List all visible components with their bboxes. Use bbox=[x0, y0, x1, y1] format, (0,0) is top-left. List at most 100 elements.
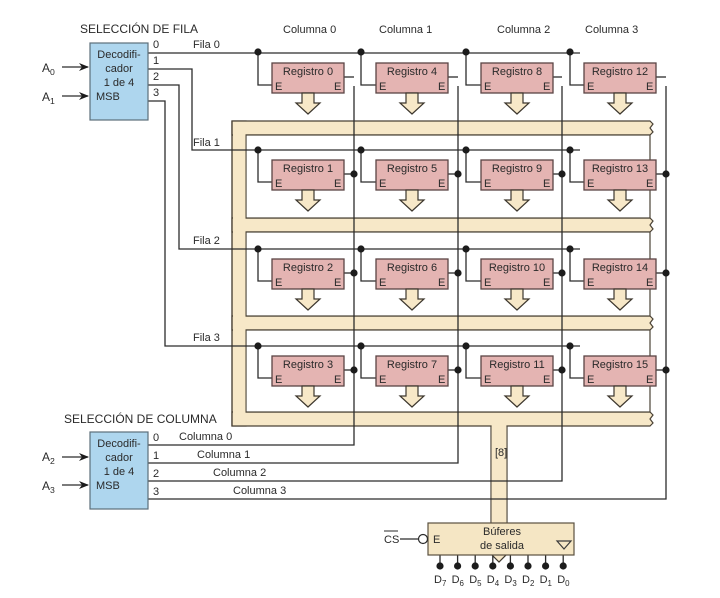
a2-arrow-icon bbox=[79, 453, 89, 461]
register-label: Registro 10 bbox=[489, 262, 545, 274]
row-junction-dot bbox=[462, 245, 470, 253]
register-enable-left: E bbox=[275, 81, 282, 93]
register-enable-right: E bbox=[646, 178, 653, 190]
row-label-3: Fila 3 bbox=[193, 332, 220, 344]
register-enable-right: E bbox=[334, 277, 341, 289]
register-output-arrow bbox=[398, 189, 426, 212]
register-label: Registro 8 bbox=[492, 66, 542, 78]
register-enable-left: E bbox=[275, 374, 282, 386]
bus-width-label: [8] bbox=[495, 447, 507, 459]
register-label: Registro 7 bbox=[387, 359, 437, 371]
row-junction-dot bbox=[566, 48, 574, 56]
register-output-arrow bbox=[503, 189, 531, 212]
row-junction-dot bbox=[254, 48, 262, 56]
row-drop-wire bbox=[465, 249, 481, 282]
data-output-D7: D7 bbox=[434, 574, 446, 588]
row-2-wire bbox=[148, 84, 580, 250]
row-drop-wire bbox=[465, 52, 481, 86]
register-enable-left: E bbox=[379, 374, 386, 386]
bus-stem bbox=[491, 424, 507, 552]
register-enable-left: E bbox=[587, 277, 594, 289]
tristate-icon bbox=[555, 540, 573, 550]
column-select-title: SELECCIÓN DE COLUMNA bbox=[64, 411, 217, 426]
row-input-a1: A1 bbox=[42, 90, 55, 106]
data-output-D6: D6 bbox=[452, 574, 465, 588]
data-bus-row-2 bbox=[231, 315, 654, 331]
column-3-wire bbox=[148, 86, 667, 500]
data-output-D1: D1 bbox=[540, 574, 553, 588]
register-enable-right: E bbox=[334, 178, 341, 190]
register-enable-right: E bbox=[646, 277, 653, 289]
register-label: Registro 12 bbox=[592, 66, 648, 78]
column-junction-dot bbox=[350, 170, 358, 178]
col-decoder-output-2: 2 bbox=[153, 468, 159, 480]
register-output-arrow bbox=[606, 288, 634, 311]
row-label-1: Fila 1 bbox=[193, 137, 220, 149]
data-output-dot bbox=[506, 562, 514, 570]
register-box bbox=[271, 62, 345, 94]
register-output-arrow bbox=[294, 189, 322, 212]
row-junction-dot bbox=[462, 146, 470, 154]
row-1-wire bbox=[148, 68, 580, 151]
register-output-arrow bbox=[294, 385, 322, 408]
row-label-0: Fila 0 bbox=[193, 39, 220, 51]
register-enable-right: E bbox=[438, 178, 445, 190]
col-input-a2: A2 bbox=[42, 450, 55, 466]
column-header-3: Columna 3 bbox=[585, 24, 638, 36]
register-output-arrow bbox=[294, 288, 322, 311]
row-decoder-label-line: Decodifi- bbox=[97, 49, 141, 61]
bus-vertical-fill bbox=[233, 122, 246, 425]
column-junction-dot bbox=[454, 170, 462, 178]
register-enable-right: E bbox=[334, 81, 341, 93]
column-junction-dot bbox=[662, 366, 670, 374]
col-decoder-label-line: cador bbox=[105, 452, 133, 464]
a0-arrow-icon bbox=[79, 63, 89, 71]
register-enable-left: E bbox=[275, 178, 282, 190]
register-enable-right: E bbox=[543, 178, 550, 190]
register-label: Registro 2 bbox=[283, 262, 333, 274]
register-enable-right: E bbox=[543, 374, 550, 386]
row-drop-wire bbox=[360, 150, 376, 183]
column-header-2: Columna 2 bbox=[497, 24, 550, 36]
register-box bbox=[375, 258, 449, 290]
row-drop-wire bbox=[465, 150, 481, 183]
register-output-arrow bbox=[503, 92, 531, 115]
register-label: Registro 5 bbox=[387, 163, 437, 175]
row-select-title: SELECCIÓN DE FILA bbox=[80, 21, 198, 36]
data-output-dot bbox=[489, 562, 497, 570]
register-output-arrow bbox=[606, 189, 634, 212]
register-box bbox=[375, 159, 449, 191]
row-decoder-output-1: 1 bbox=[153, 55, 159, 67]
column-junction-dot bbox=[454, 269, 462, 277]
column-header-1: Columna 1 bbox=[379, 24, 432, 36]
register-label: Registro 3 bbox=[283, 359, 333, 371]
row-decoder-label-line: 1 de 4 bbox=[104, 77, 135, 89]
register-enable-left: E bbox=[484, 178, 491, 190]
data-output-D4: D4 bbox=[487, 574, 500, 588]
inversion-bubble-icon bbox=[417, 533, 429, 545]
register-output-arrow bbox=[503, 288, 531, 311]
row-junction-dot bbox=[254, 146, 262, 154]
register-enable-left: E bbox=[587, 178, 594, 190]
register-label: Registro 9 bbox=[492, 163, 542, 175]
register-output-arrow bbox=[398, 288, 426, 311]
row-junction-dot bbox=[357, 146, 365, 154]
column-0-wire bbox=[148, 86, 355, 446]
register-enable-left: E bbox=[484, 81, 491, 93]
register-output-arrow bbox=[294, 92, 322, 115]
register-enable-left: E bbox=[379, 81, 386, 93]
register-label: Registro 0 bbox=[283, 66, 333, 78]
register-label: Registro 14 bbox=[592, 262, 648, 274]
register-label: Registro 6 bbox=[387, 262, 437, 274]
register-enable-left: E bbox=[484, 374, 491, 386]
register-label: Registro 11 bbox=[489, 359, 544, 371]
labels-layer: SELECCIÓN DE FILA Columna 0 Columna 1 Co… bbox=[42, 21, 653, 588]
column-decoder-box bbox=[89, 431, 149, 510]
data-bus-row-3 bbox=[231, 411, 654, 427]
a3-arrow-icon bbox=[79, 481, 89, 489]
register-output-arrow bbox=[398, 385, 426, 408]
col-select-label-2: Columna 2 bbox=[213, 467, 266, 479]
data-output-D0: D0 bbox=[557, 574, 570, 588]
register-enable-right: E bbox=[543, 81, 550, 93]
